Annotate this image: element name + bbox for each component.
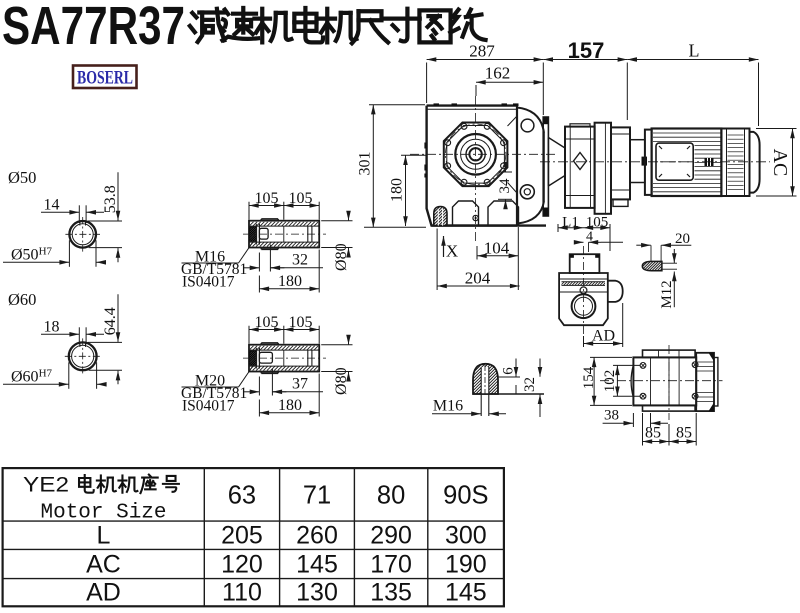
svg-text:SA77R37: SA77R37 <box>2 0 185 56</box>
svg-text:63: 63 <box>228 482 256 510</box>
svg-text:34: 34 <box>497 178 513 194</box>
svg-text:Ø50: Ø50 <box>8 168 36 187</box>
svg-text:105: 105 <box>289 314 313 331</box>
svg-text:AD: AD <box>86 579 121 607</box>
svg-text:154: 154 <box>581 366 597 389</box>
svg-text:18: 18 <box>44 318 60 335</box>
svg-text:180: 180 <box>389 178 406 202</box>
svg-text:38: 38 <box>604 408 619 424</box>
svg-text:M16: M16 <box>433 398 463 415</box>
svg-text:145: 145 <box>445 579 487 607</box>
svg-text:Ø80: Ø80 <box>333 243 350 271</box>
svg-text:301: 301 <box>357 152 374 176</box>
svg-text:102: 102 <box>602 370 618 393</box>
svg-text:105: 105 <box>289 190 313 207</box>
svg-text:85: 85 <box>676 425 692 442</box>
svg-text:80: 80 <box>377 482 405 510</box>
svg-text:IS04017: IS04017 <box>182 274 235 291</box>
svg-text:X: X <box>446 242 458 261</box>
svg-text:120: 120 <box>221 551 263 579</box>
svg-text:AC: AC <box>769 149 791 177</box>
svg-text:L: L <box>97 522 111 550</box>
svg-text:260: 260 <box>296 522 338 550</box>
svg-text:YE2: YE2 <box>23 473 69 497</box>
svg-text:37: 37 <box>292 376 308 393</box>
svg-text:71: 71 <box>303 482 331 510</box>
svg-text:GB/T5781: GB/T5781 <box>181 261 247 278</box>
svg-text:170: 170 <box>370 551 412 579</box>
svg-text:32: 32 <box>522 377 538 392</box>
svg-text:287: 287 <box>469 42 495 61</box>
svg-text:Ø80: Ø80 <box>333 367 350 395</box>
svg-text:BOSERL: BOSERL <box>77 68 133 89</box>
svg-text:162: 162 <box>485 64 511 83</box>
svg-text:135: 135 <box>370 579 412 607</box>
svg-text:180: 180 <box>278 397 302 414</box>
svg-text:145: 145 <box>296 551 338 579</box>
svg-text:Motor Size: Motor Size <box>40 502 166 525</box>
svg-text:204: 204 <box>465 269 491 288</box>
svg-text:Ø60: Ø60 <box>8 290 36 309</box>
svg-text:Ø60H7: Ø60H7 <box>11 367 53 385</box>
svg-text:104: 104 <box>484 239 510 258</box>
svg-text:130: 130 <box>296 579 338 607</box>
svg-text:32: 32 <box>292 252 308 269</box>
svg-text:85: 85 <box>645 425 661 442</box>
svg-text:M12: M12 <box>659 280 675 308</box>
svg-text:IS04017: IS04017 <box>182 398 235 415</box>
svg-text:4: 4 <box>586 230 593 245</box>
svg-text:M20: M20 <box>195 372 225 389</box>
svg-text:205: 205 <box>221 522 263 550</box>
svg-text:105: 105 <box>255 314 279 331</box>
svg-text:110: 110 <box>222 579 262 607</box>
svg-text:105: 105 <box>255 190 279 207</box>
svg-text:20: 20 <box>675 231 690 247</box>
svg-text:53.8: 53.8 <box>102 185 119 213</box>
svg-text:GB/T5781: GB/T5781 <box>181 385 247 402</box>
svg-text:L: L <box>689 41 700 61</box>
svg-text:290: 290 <box>370 522 412 550</box>
svg-text:6: 6 <box>501 367 517 375</box>
svg-text:190: 190 <box>445 551 487 579</box>
svg-text:180: 180 <box>278 273 302 290</box>
svg-text:AC: AC <box>86 551 121 579</box>
svg-text:14: 14 <box>44 196 60 213</box>
svg-text:90S: 90S <box>443 482 488 510</box>
svg-text:300: 300 <box>445 522 487 550</box>
svg-text:M16: M16 <box>195 248 225 265</box>
svg-text:64.4: 64.4 <box>102 307 119 335</box>
svg-text:AD: AD <box>592 328 615 345</box>
